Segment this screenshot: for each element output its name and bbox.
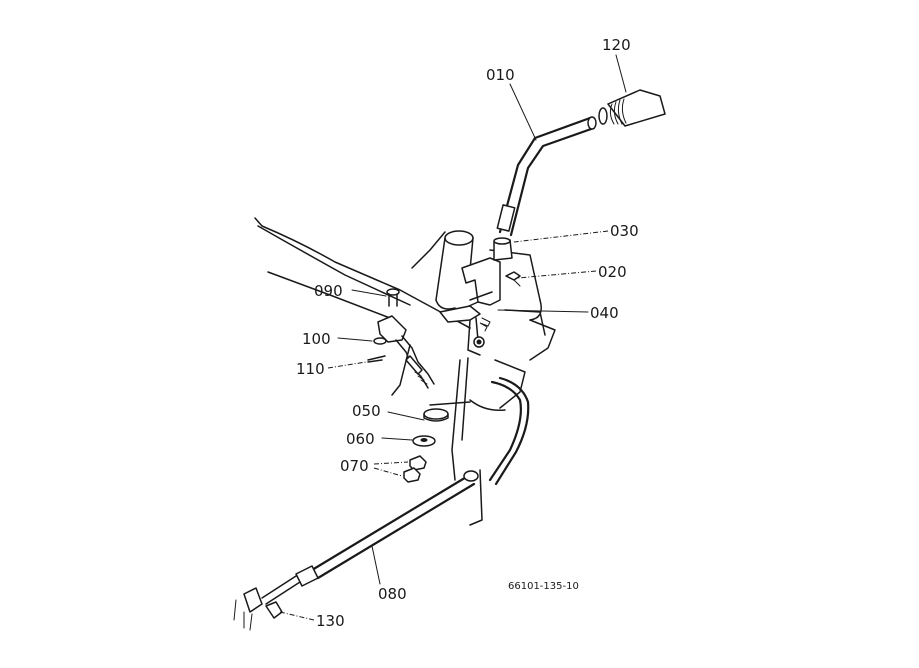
shift-lever-010 [496, 116, 597, 237]
spring-washer-060 [412, 435, 436, 447]
bolt-090 [386, 288, 400, 307]
washer-050 [423, 408, 449, 422]
callout-120: 120 [602, 36, 631, 54]
knob-120 [598, 89, 666, 127]
cotter-pin-110 [367, 355, 386, 363]
callout-080: 080 [378, 585, 407, 603]
end-fitting-130 [233, 587, 283, 631]
washer-100 [373, 337, 387, 345]
clevis-assembly [377, 315, 435, 389]
frame-outline [254, 217, 556, 526]
nuts-070 [403, 455, 427, 483]
callout-070: 070 [340, 457, 369, 475]
callout-030: 030 [610, 222, 639, 240]
callout-130: 130 [316, 612, 345, 630]
callout-040: 040 [590, 304, 619, 322]
callout-020: 020 [598, 263, 627, 281]
callout-110: 110 [296, 360, 325, 378]
leader-lines [279, 54, 627, 621]
support-post [435, 230, 474, 310]
callout-090: 090 [314, 282, 343, 300]
collar-030 [493, 237, 513, 261]
control-cable-080 [261, 376, 530, 605]
callout-labels: 120 010 030 020 040 090 100 110 050 060 … [296, 36, 639, 630]
callout-060: 060 [346, 430, 375, 448]
callout-050: 050 [352, 402, 381, 420]
figure-id: 66101-135-10 [508, 581, 579, 592]
lever-bracket-040 [439, 257, 501, 356]
callout-100: 100 [302, 330, 331, 348]
pin-020 [505, 271, 521, 287]
callout-010: 010 [486, 66, 515, 84]
